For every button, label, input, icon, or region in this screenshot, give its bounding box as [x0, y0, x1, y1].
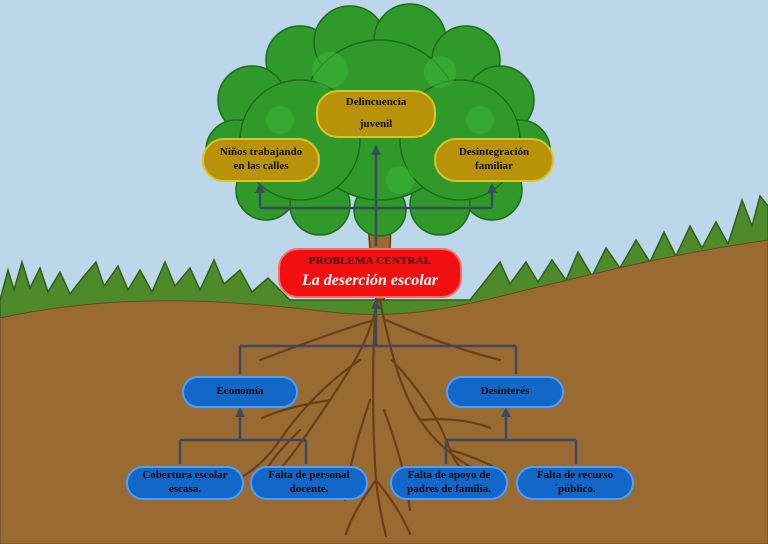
cause-economia: Economía — [182, 376, 298, 408]
subcause-cobertura-line2: escasa. — [168, 483, 202, 495]
effect-ninos-trabajando: Niños trabajando en las calles — [202, 138, 320, 182]
subcause-falta-apoyo-padres: Falta de apoyo de padres de familia. — [390, 466, 508, 500]
effect-center-line2: juvenil — [359, 118, 393, 130]
effect-left-line2: en las calles — [233, 160, 289, 172]
effect-right-line2: familiar — [475, 160, 513, 172]
central-problem: PROBLEMA CENTRAL La deserción escolar — [278, 248, 462, 298]
foliage-highlights — [266, 52, 494, 194]
effect-desintegracion-familiar: Desintegración familiar — [434, 138, 554, 182]
subcause-apoyo-line1: Falta de apoyo de — [407, 469, 491, 482]
cause-desinteres-label: Desinterés — [480, 385, 530, 398]
central-problem-title: La deserción escolar — [302, 272, 438, 290]
effect-delincuencia-juvenil: Delincuencia juvenil — [316, 90, 436, 138]
effect-center-line1: Delincuencia — [345, 96, 407, 109]
subcause-cobertura-line1: Cobertura escolar — [142, 469, 228, 482]
central-problem-heading: PROBLEMA CENTRAL — [308, 254, 432, 267]
cause-desinteres: Desinterés — [446, 376, 564, 408]
effect-right-line1: Desintegración — [458, 146, 530, 159]
effect-left-line1: Niños trabajando — [219, 146, 303, 159]
subcause-recurso-line2: ´público. — [554, 483, 596, 495]
subcause-personal-line2: docente. — [289, 483, 329, 495]
effect-connectors — [255, 145, 497, 246]
subcause-cobertura-escolar: Cobertura escolar escasa. — [126, 466, 244, 500]
subcause-apoyo-line2: padres de familia. — [407, 483, 491, 495]
subcause-personal-line1: Falta de personal — [268, 469, 350, 482]
subcause-falta-personal-docente: Falta de personal docente. — [250, 466, 368, 500]
subcause-recurso-line1: Falta de recurso — [536, 469, 614, 482]
cause-connectors — [178, 299, 578, 464]
cause-economia-label: Economía — [216, 385, 264, 398]
subcause-falta-recurso-publico: Falta de recurso ´público. — [516, 466, 634, 500]
